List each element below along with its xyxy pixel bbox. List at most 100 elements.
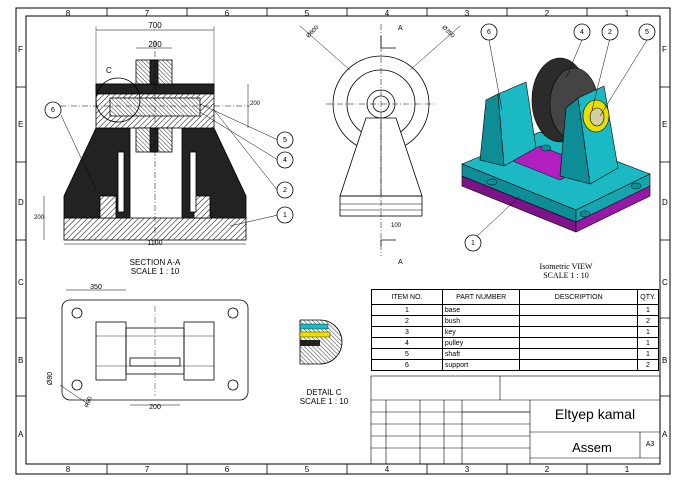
balloon-label: 1 (283, 212, 287, 219)
zone-label-side: A (18, 430, 24, 439)
zone-label-bottom: 3 (464, 465, 470, 474)
bom-desc (519, 348, 639, 360)
drawing-name: Eltyep kamal (554, 406, 636, 422)
zone-label-bottom: 6 (224, 465, 230, 474)
dim-shaft-width: 200 (148, 40, 162, 49)
balloon-label: 4 (283, 157, 287, 164)
bom-part: bush (441, 315, 521, 327)
bom-qty: 1 (637, 304, 659, 316)
table-row: 1 base 1 (371, 304, 659, 316)
balloon-label: 6 (487, 29, 491, 36)
bom-header-item: ITEM NO. (371, 289, 443, 305)
section-scale: SCALE 1 : 10 (130, 267, 180, 276)
top-view (59, 289, 249, 406)
iso-view (461, 23, 656, 252)
balloon-label: 4 (580, 29, 584, 36)
zone-label-top: 7 (144, 9, 150, 18)
zone-label-top: 5 (304, 9, 310, 18)
section-title: SECTION A-A (129, 258, 181, 267)
section-mark-bottom: A (398, 259, 403, 266)
balloon-label: 1 (471, 240, 475, 247)
zone-label-bottom: 2 (544, 465, 550, 474)
bom-header-desc: DESCRIPTION (519, 289, 639, 305)
bom-item: 6 (371, 359, 443, 371)
sheet-size: A3 (645, 441, 655, 448)
bom-part: shaft (441, 348, 521, 360)
bom-desc (519, 315, 639, 327)
dim-top-view-width: 350 (90, 284, 102, 291)
zone-label-top: 6 (224, 9, 230, 18)
table-row: 4 pulley 1 (371, 337, 659, 349)
front-view (299, 24, 461, 256)
balloon-label: 5 (283, 137, 287, 144)
zone-label-top: 1 (624, 9, 630, 18)
bom-qty: 2 (637, 315, 659, 327)
section-view (43, 26, 294, 245)
bom-header-part: PART NUMBER (441, 289, 521, 305)
bom-part: key (441, 326, 521, 338)
bom-desc (519, 359, 639, 371)
bom-qty: 1 (637, 348, 659, 360)
zone-label-side: A (662, 430, 668, 439)
zone-label-side: B (18, 356, 24, 365)
zone-label-side: F (662, 45, 667, 54)
dim-top-view-bottom: 200 (149, 404, 161, 411)
iso-scale: SCALE 1 : 10 (543, 271, 589, 280)
bom-header-row: ITEM NO. PART NUMBER DESCRIPTION QTY. (371, 289, 659, 305)
bom-item: 4 (371, 337, 443, 349)
zone-label-bottom: 7 (144, 465, 150, 474)
table-row: 3 key 1 (371, 326, 659, 338)
zone-label-side: C (18, 278, 24, 287)
bom-part: support (441, 359, 521, 371)
zone-label-side: D (18, 198, 24, 207)
zone-label-bottom: 5 (304, 465, 310, 474)
zone-label-side: E (662, 120, 668, 129)
bom-qty: 1 (637, 337, 659, 349)
zone-label-side: E (18, 120, 24, 129)
zone-label-top: 3 (464, 9, 470, 18)
dim-top-view-dia: Ø80 (47, 371, 55, 386)
zone-label-side: B (662, 356, 668, 365)
zone-label-side: C (662, 278, 668, 287)
bom-table: ITEM NO. PART NUMBER DESCRIPTION QTY. 1 … (371, 289, 659, 371)
balloon-label: 5 (645, 29, 649, 36)
bom-desc (519, 337, 639, 349)
bom-desc (519, 304, 639, 316)
zone-ticks (16, 8, 670, 474)
bom-qty: 1 (637, 326, 659, 338)
drawing-title: Assem (572, 440, 612, 455)
bom-item: 2 (371, 315, 443, 327)
bom-header-qty: QTY. (637, 289, 659, 305)
zone-label-side: D (662, 198, 668, 207)
table-row: 5 shaft 1 (371, 348, 659, 360)
bom-part: base (441, 304, 521, 316)
section-mark-top: A (398, 25, 403, 32)
dim-left-height: 200 (34, 215, 45, 221)
detail-marker: C (106, 66, 112, 75)
balloon-label: 2 (608, 29, 612, 36)
detail-view (299, 319, 343, 365)
zone-label-bottom: 4 (384, 465, 390, 474)
dim-top-width: 700 (148, 21, 162, 30)
outer-border (15, 7, 671, 475)
table-row: 2 bush 2 (371, 315, 659, 327)
zone-label-top: 8 (65, 9, 71, 18)
zone-label-side: F (18, 45, 23, 54)
dim-right-height: 200 (250, 101, 261, 107)
zone-label-bottom: 8 (65, 465, 71, 474)
iso-title: Isometric VIEW (539, 262, 593, 271)
bom-desc (519, 326, 639, 338)
zone-label-bottom: 1 (624, 465, 630, 474)
detail-title: DETAIL C (306, 388, 342, 397)
dim-base-width: 1100 (147, 240, 163, 247)
balloon-label: 6 (51, 107, 55, 114)
title-block-frame (370, 375, 661, 465)
bom-item: 1 (371, 304, 443, 316)
bom-part: pulley (441, 337, 521, 349)
zone-label-top: 4 (384, 9, 390, 18)
bom-item: 5 (371, 348, 443, 360)
dim-bottom-front: 100 (391, 223, 402, 229)
bom-qty: 2 (637, 359, 659, 371)
table-row: 6 support 2 (371, 359, 659, 371)
